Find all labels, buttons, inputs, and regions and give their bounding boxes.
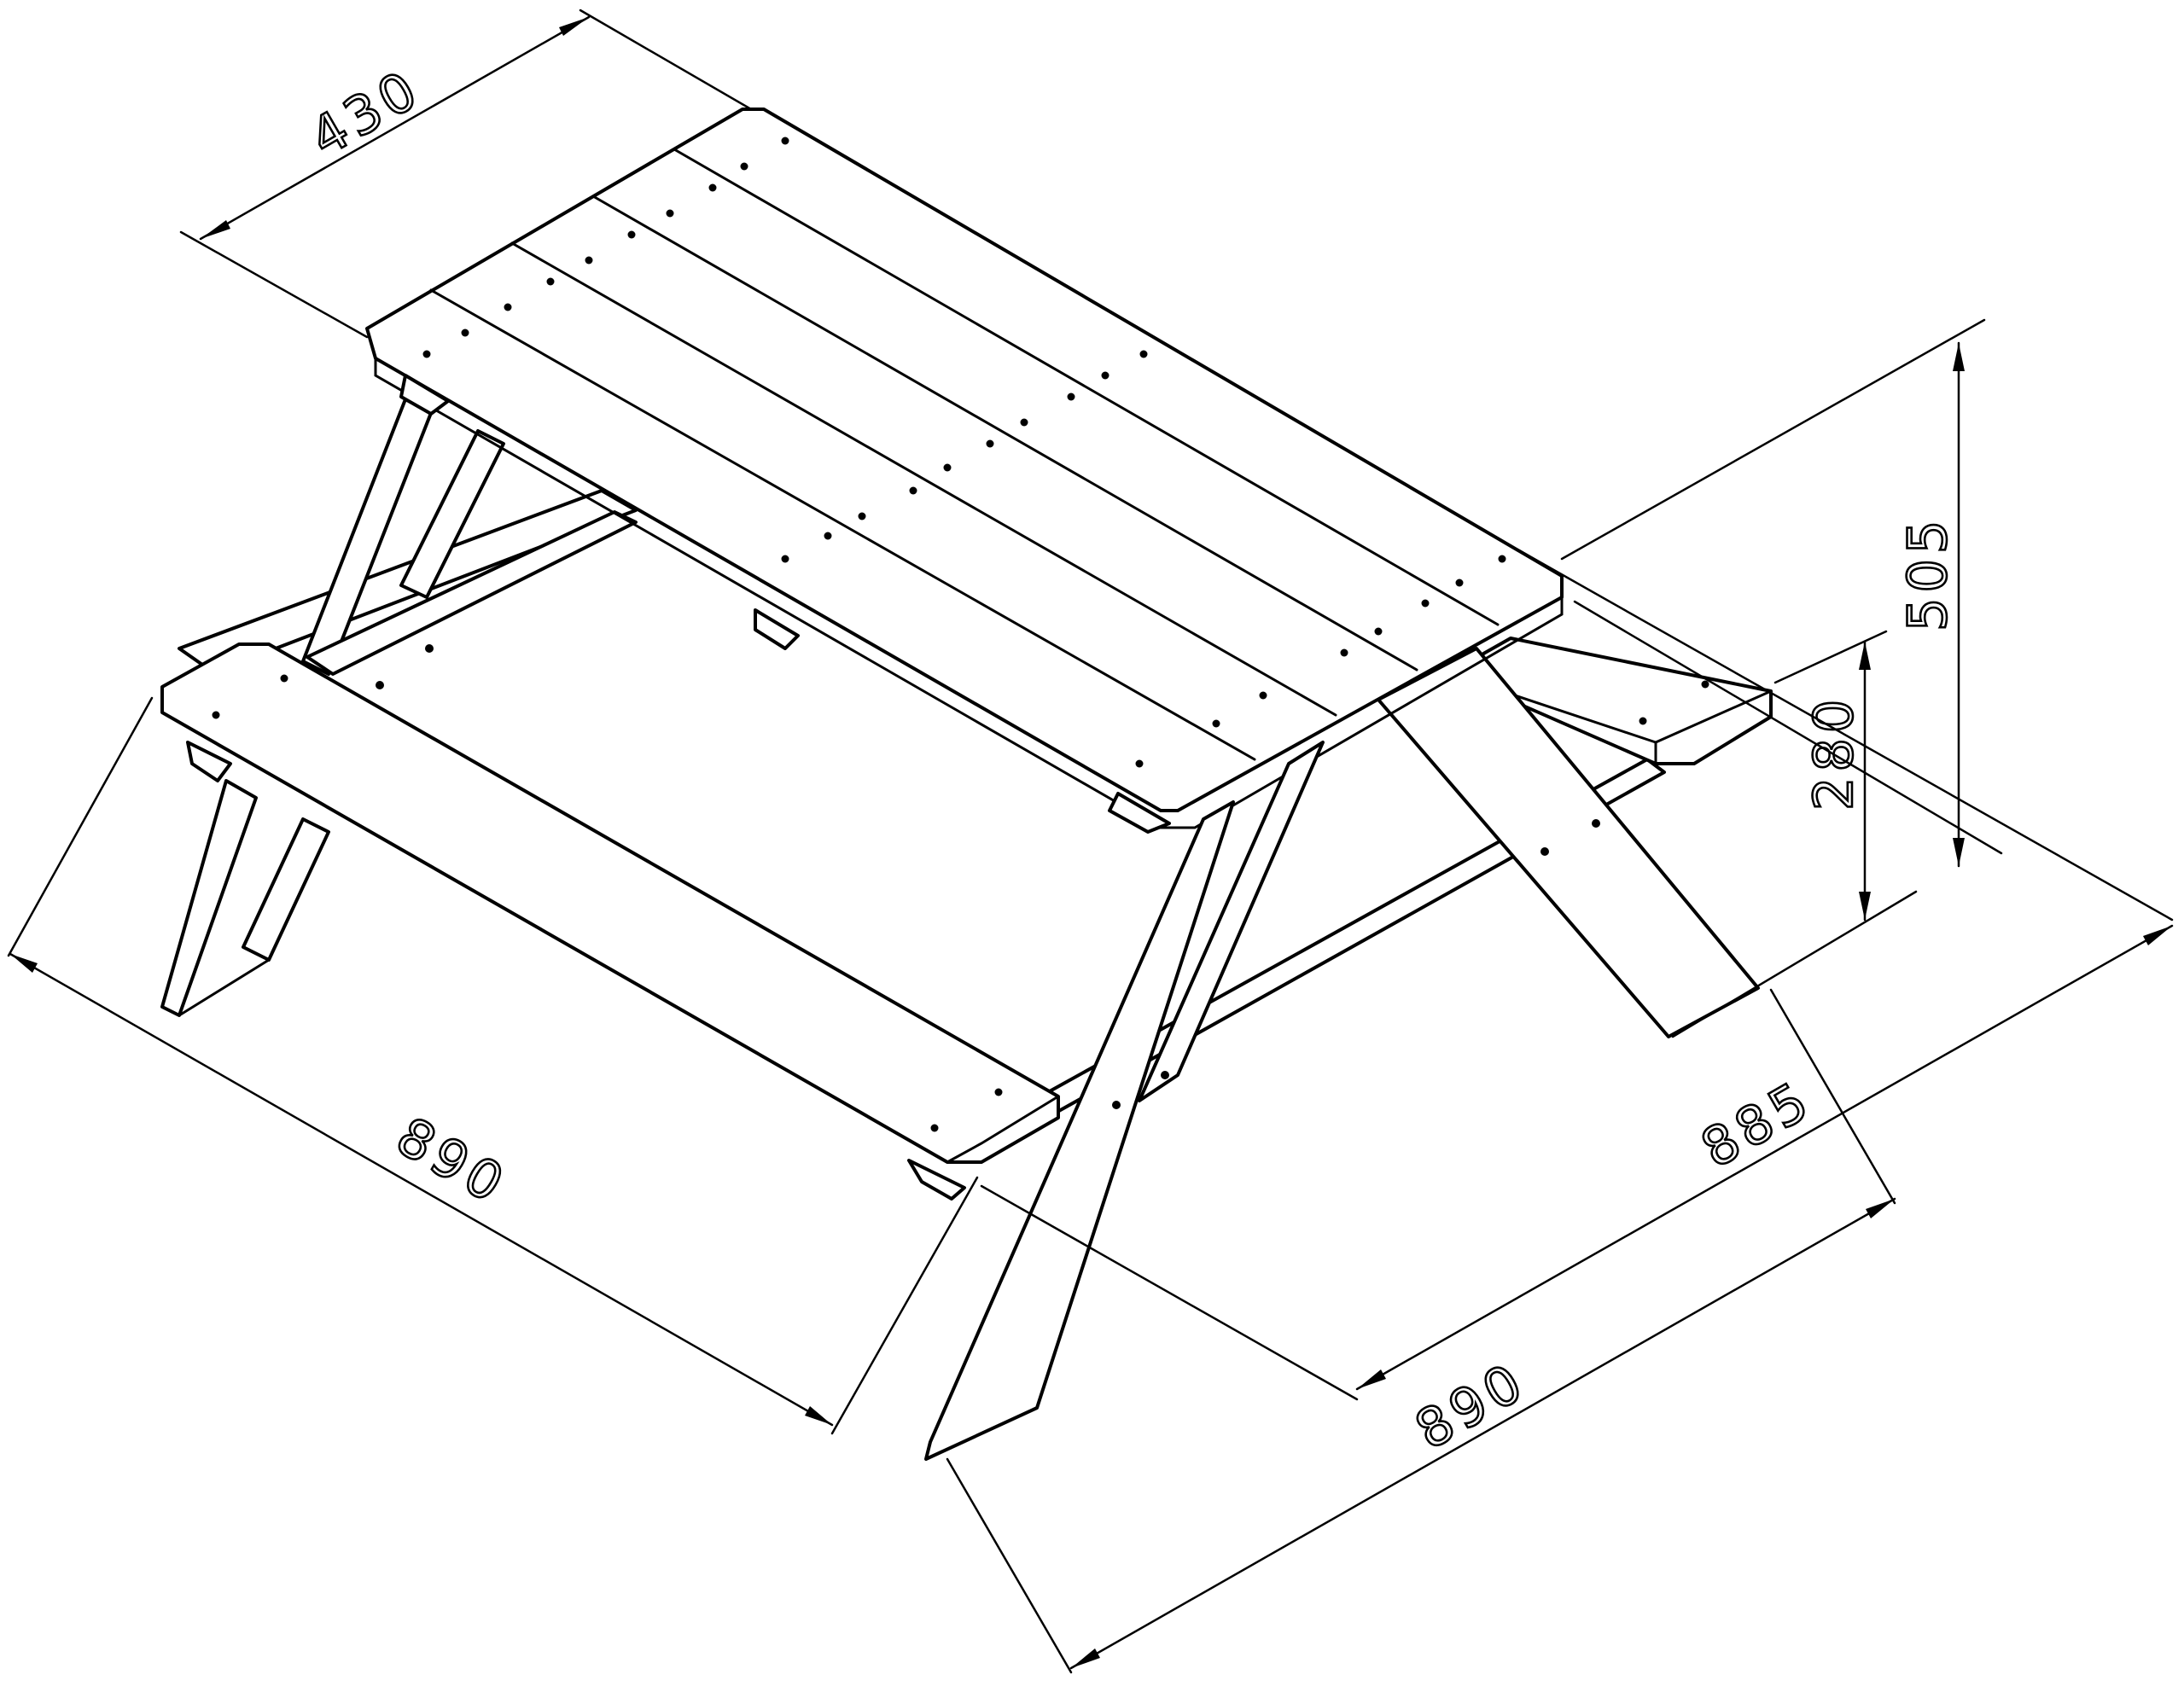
dim-total-height: 505: [1560, 318, 2003, 868]
bolt-hole: [425, 644, 434, 653]
front-left-leg: [160, 779, 330, 1017]
bolt-hole: [1592, 819, 1600, 828]
ext-back-right: [1517, 549, 2174, 922]
bolt-hole: [1112, 1101, 1121, 1109]
dim-bench-length-label: 890: [387, 1105, 519, 1217]
dim-top-width-label: 430: [300, 57, 432, 169]
screw-hole: [930, 1124, 939, 1132]
screw-hole: [1701, 680, 1709, 689]
screw-hole: [994, 1088, 1003, 1096]
front-right-leg: [924, 741, 1325, 1461]
screw-hole: [1639, 717, 1647, 725]
top-cleats: [399, 374, 1171, 834]
table-top: [365, 108, 1564, 829]
dim-table-length-label: 890: [1405, 1350, 1537, 1462]
bolt-hole: [1540, 847, 1549, 856]
screw-hole: [212, 711, 220, 719]
bolt-hole: [1161, 1071, 1169, 1079]
lower-stretcher: [306, 510, 638, 689]
dim-seat-height-label: 280: [1803, 695, 1865, 811]
screw-hole: [280, 674, 288, 683]
back-right-leg: [1377, 647, 1760, 1038]
bolt-hole: [376, 681, 384, 689]
bench-cleats: [186, 741, 966, 1201]
front-bench: [160, 642, 1060, 1164]
dim-seat-height: 280: [1671, 630, 1918, 1038]
dim-depth-label: 885: [1691, 1068, 1823, 1180]
dim-total-height-label: 505: [1896, 515, 1959, 631]
table-top-screws: [422, 137, 1506, 768]
